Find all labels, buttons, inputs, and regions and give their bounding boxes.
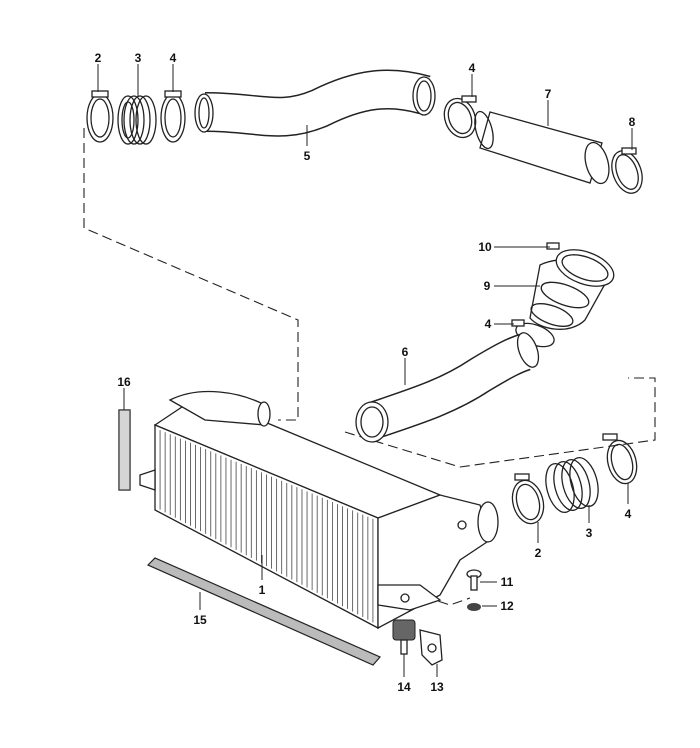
leader-lines	[97, 64, 633, 677]
callout-5: 5	[304, 149, 311, 163]
bolt-11	[466, 569, 482, 591]
cooler-fins	[159, 430, 374, 623]
callout-14: 14	[397, 680, 411, 694]
assembly-line-left	[83, 128, 299, 421]
hose-clamp-2-bottom	[511, 473, 545, 525]
callout-11: 11	[501, 575, 514, 589]
callout-10: 10	[478, 240, 492, 254]
callout-1: 1	[259, 583, 266, 597]
pipe-7	[474, 110, 610, 185]
callout-4: 4	[170, 51, 177, 65]
hose-clamp-4-top	[160, 90, 186, 143]
callout-7: 7	[545, 87, 552, 101]
callout-15: 15	[193, 613, 207, 627]
callout-6: 6	[402, 345, 409, 359]
callout-9: 9	[484, 279, 491, 293]
callout-4: 4	[625, 507, 632, 521]
intercooler-1	[139, 390, 499, 630]
callout-2: 2	[95, 51, 102, 65]
assembly-line-right	[344, 377, 656, 468]
bracket-13	[419, 629, 443, 666]
coupler-3-top	[117, 95, 157, 145]
hose-clamp-4-bottom	[602, 433, 638, 485]
callout-12: 12	[500, 599, 514, 613]
hose-6	[355, 332, 540, 443]
coupler-3-bottom	[545, 456, 599, 514]
seal-strip-16	[118, 409, 131, 491]
rubber-mount-14	[392, 619, 416, 655]
coupler-9	[529, 249, 615, 330]
callout-3: 3	[586, 526, 593, 540]
seal-strip-15	[146, 557, 381, 666]
hose-clamp-4-right	[443, 95, 477, 139]
callout-2: 2	[535, 546, 542, 560]
callout-4: 4	[469, 61, 476, 75]
hose-clamp-10	[546, 242, 560, 250]
hose-clamp-8	[611, 147, 643, 194]
callout-3: 3	[135, 51, 142, 65]
callout-13: 13	[430, 680, 444, 694]
hose-5	[194, 69, 436, 137]
callout-16: 16	[117, 375, 131, 389]
callout-4: 4	[485, 317, 492, 331]
callout-8: 8	[629, 115, 636, 129]
hose-clamp-2-top	[86, 90, 114, 143]
washer-12	[467, 603, 481, 611]
